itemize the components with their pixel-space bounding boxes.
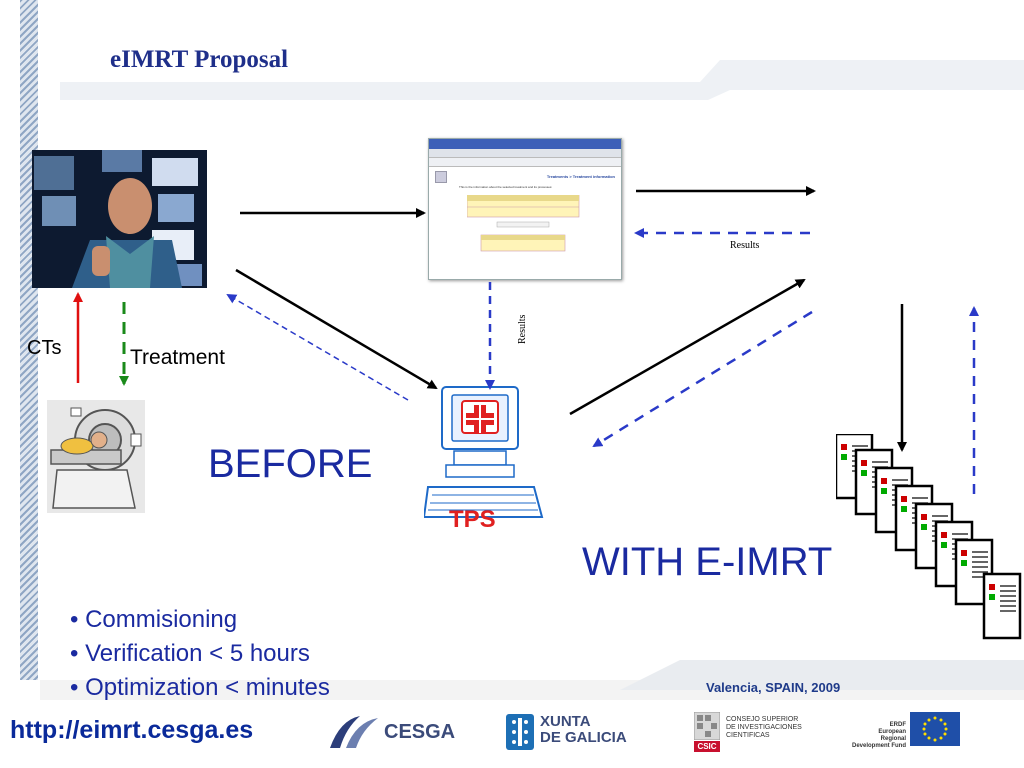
tps-computer-icon: [424, 386, 544, 518]
xunta-logo: XUNTA DE GALICIA: [506, 712, 636, 752]
erdf-text-line2: European Regional: [878, 729, 906, 742]
xunta-text-line1: XUNTA: [540, 713, 591, 730]
ct-scanner-graphic: [47, 400, 145, 513]
cts-label: CTs: [27, 337, 62, 359]
csic-text-line2: DE INVESTIGACIONES: [726, 724, 802, 731]
tps-label: TPS: [449, 506, 496, 533]
page-intro: This is the information about the select…: [459, 185, 553, 189]
browser-toolbar: [429, 149, 621, 158]
bullet-item: • Commisioning: [70, 606, 238, 633]
browser-title-bar: [429, 139, 621, 149]
cesga-logo: CESGA: [326, 712, 456, 752]
csic-emblem-icon: [694, 712, 720, 740]
xunta-shield-icon: [506, 714, 534, 750]
csic-badge: CSIC: [694, 741, 720, 752]
erdf-text-line1: ERDF: [889, 722, 906, 728]
bullet-list: • Commisioning • Verification < 5 hours …: [70, 603, 330, 705]
before-label: BEFORE: [208, 442, 373, 486]
browser-address-bar: [429, 158, 621, 167]
cesga-text: CESGA: [384, 721, 456, 743]
location-date: Valencia, SPAIN, 2009: [706, 680, 841, 695]
csic-text-line1: CONSEJO SUPERIOR: [726, 716, 799, 723]
arrow-servers-to-tps-dashed: [592, 310, 813, 448]
erdf-text: ERDF European Regional Development Fund: [852, 722, 906, 750]
treatment-tables: [467, 195, 580, 252]
results-vertical-label: Results: [517, 314, 528, 344]
xunta-text-line2: DE GALICIA: [540, 729, 627, 746]
erdf-logo: ERDF European Regional Development Fund: [852, 712, 962, 750]
ct-scanner-image: [47, 400, 145, 513]
treatment-label: Treatment: [130, 346, 225, 369]
csic-text: CONSEJO SUPERIOR DE INVESTIGACIONES CIEN…: [726, 716, 802, 740]
project-url[interactable]: http://eimrt.cesga.es: [10, 716, 254, 744]
slide-title: eIMRT Proposal: [110, 46, 289, 73]
bullet-item: • Optimization < minutes: [70, 674, 330, 701]
bullet-item: • Verification < 5 hours: [70, 640, 310, 667]
with-eimrt-label: WITH E-IMRT: [582, 540, 833, 584]
arrow-tps-to-photo-dashed: [226, 293, 409, 401]
site-logo-icon: [435, 171, 447, 183]
csic-logo: CSIC CONSEJO SUPERIOR DE INVESTIGACIONES…: [694, 710, 834, 754]
erdf-text-line3: Development Fund: [852, 743, 907, 749]
csic-text-line3: CIENTIFICAS: [726, 732, 770, 739]
doctor-photo: [32, 150, 207, 288]
page-heading: Treatments > Treatment information: [546, 174, 615, 179]
doctor-photo-graphic: [32, 150, 207, 288]
eu-flag-icon: [910, 712, 960, 746]
cesga-swoosh-icon: [330, 716, 378, 748]
results-right-label: Results: [730, 240, 760, 251]
arrow-tps-to-servers: [569, 278, 806, 416]
browser-screenshot: Treatments > Treatment information This …: [428, 138, 622, 280]
arrow-photo-to-tps: [235, 268, 438, 390]
